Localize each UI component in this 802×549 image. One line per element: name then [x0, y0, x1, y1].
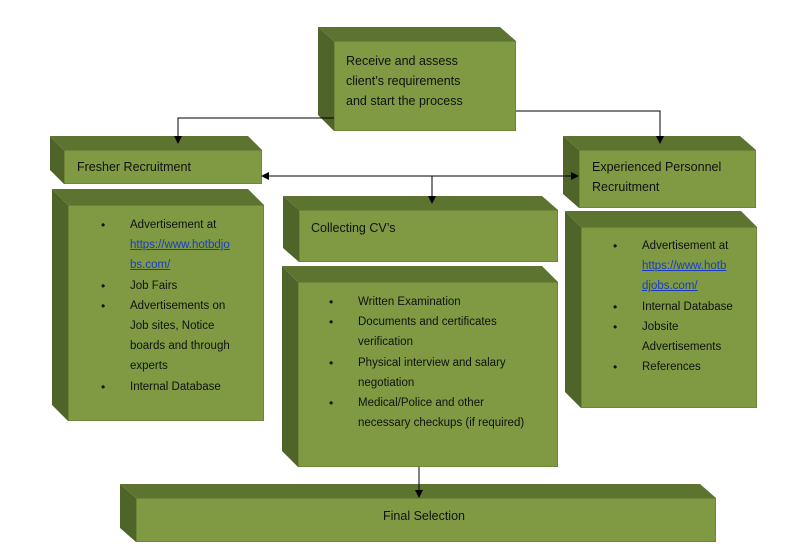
hotbdjobs-link-cont[interactable]: djobs.com/ — [642, 280, 698, 293]
arrow-start-to-fresher — [174, 117, 334, 144]
list-item: Advertisement at https://www.hotb djobs.… — [586, 236, 733, 297]
fresher-header-box: Fresher Recruitment — [50, 136, 262, 184]
arrow-start-to-experienced — [516, 110, 664, 144]
list-item: Written Examination — [302, 292, 524, 312]
collecting-title: Collecting CV’s — [311, 221, 396, 235]
list-item: Advertisement at https://www.hotbdjo bs.… — [74, 215, 230, 276]
start-line-3: and start the process — [346, 94, 463, 108]
list-item: Physical interview and salary negotiatio… — [302, 353, 524, 393]
final-title: Final Selection — [383, 509, 465, 523]
list-item: Documents and certificates verification — [302, 312, 524, 352]
start-box: Receive and assess client’s requirements… — [318, 27, 516, 131]
selection-steps-list: Written Examination Documents and certif… — [302, 292, 524, 433]
experienced-sources-list: Advertisement at https://www.hotb djobs.… — [586, 236, 733, 378]
list-item: Internal Database — [74, 377, 230, 397]
list-item: Medical/Police and other necessary check… — [302, 393, 524, 433]
experienced-list-box: Advertisement at https://www.hotb djobs.… — [565, 211, 757, 408]
list-item: References — [586, 357, 733, 377]
fresher-title: Fresher Recruitment — [77, 160, 191, 174]
final-box: Final Selection — [120, 484, 716, 542]
hotbdjobs-link[interactable]: https://www.hotbdjo — [130, 239, 230, 252]
experienced-title-line-1: Experienced Personnel — [592, 160, 722, 174]
collecting-list-box: Written Examination Documents and certif… — [282, 266, 558, 467]
list-item: Jobsite Advertisements — [586, 317, 733, 357]
list-item: Job Fairs — [74, 276, 230, 296]
fresher-sources-list: Advertisement at https://www.hotbdjo bs.… — [74, 215, 230, 397]
hotbdjobs-link[interactable]: https://www.hotb — [642, 260, 727, 273]
list-item: Internal Database — [586, 297, 733, 317]
list-item: Advertisements on Job sites, Notice boar… — [74, 296, 230, 377]
experienced-title-line-2: Recruitment — [592, 180, 660, 194]
hotbdjobs-link-cont[interactable]: bs.com/ — [130, 259, 171, 272]
start-line-1: Receive and assess — [346, 54, 458, 68]
collecting-header-box: Collecting CV’s — [283, 196, 558, 262]
experienced-header-box: Experienced Personnel Recruitment — [563, 136, 756, 208]
start-line-2: client’s requirements — [346, 74, 461, 88]
fresher-list-box: Advertisement at https://www.hotbdjo bs.… — [52, 189, 264, 421]
